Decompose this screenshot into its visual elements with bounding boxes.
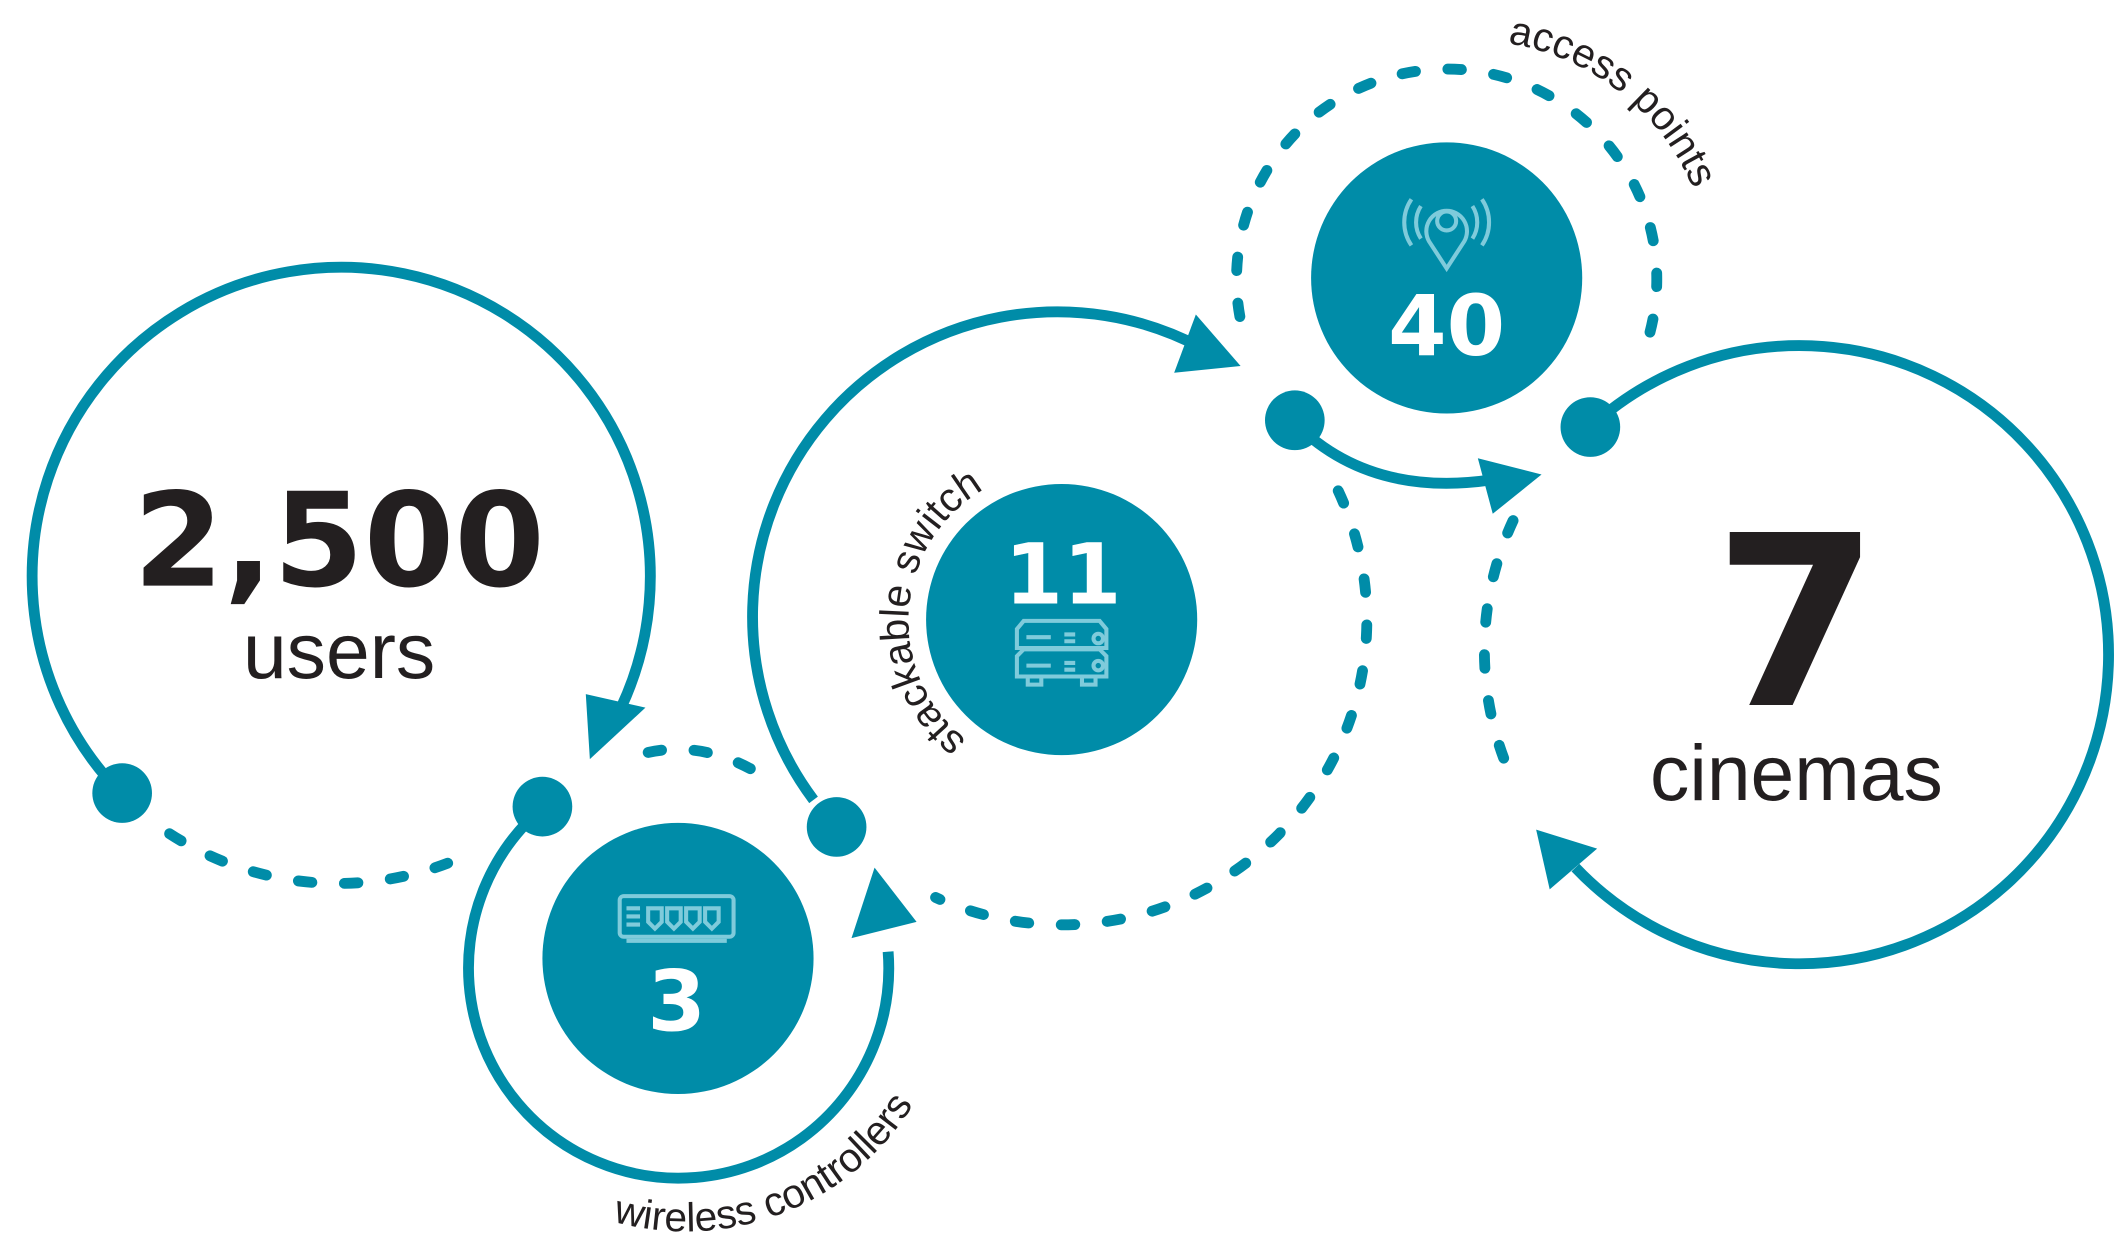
access-points-ring [1231, 63, 1663, 514]
location-signal-icon [1402, 198, 1492, 273]
connector-dot [1264, 390, 1325, 451]
cinemas-label: cinemas [1650, 729, 1943, 817]
arrow-head [1477, 458, 1542, 514]
cinemas-ring [1479, 340, 2114, 970]
wireless-ring [463, 743, 917, 1184]
users-value: 2,500 [133, 465, 545, 617]
switch-ring [747, 306, 1373, 931]
arrow-head [1174, 314, 1241, 373]
connector-dot [806, 797, 867, 857]
server-stack-icon [1014, 618, 1109, 687]
connector-dot [512, 776, 573, 837]
users-label: users [243, 607, 435, 695]
arrow-head [851, 867, 917, 939]
arrow-head [585, 694, 646, 760]
access-points-circle [1311, 142, 1583, 414]
access-points-value: 40 [1388, 277, 1505, 375]
arrow-head [1536, 829, 1598, 890]
access-points-label: access points [1506, 7, 1727, 193]
cinemas-value: 7 [1714, 485, 1879, 761]
switch-label: stackable switches [0, 0, 989, 768]
wireless-circle [542, 822, 814, 1095]
controller-icon [617, 894, 736, 943]
users-ring [26, 261, 656, 889]
wireless-value: 3 [647, 952, 705, 1050]
connector-dot [1560, 397, 1621, 457]
connector-dot [92, 763, 152, 823]
switch-value: 11 [1005, 525, 1122, 623]
